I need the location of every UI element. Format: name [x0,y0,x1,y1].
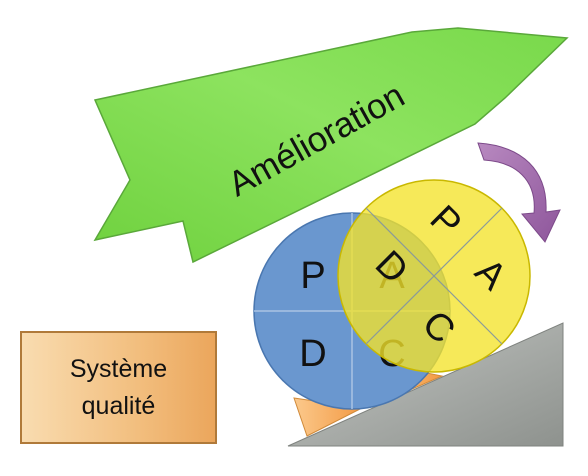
blue-wheel-p: P [300,255,325,297]
yellow-pdca-wheel: P D A C [337,179,531,373]
blue-wheel-d: D [299,333,326,375]
rotation-arrow-icon [477,142,561,243]
systeme-qualite-box: Système qualité [20,331,217,444]
slope [287,322,564,447]
systeme-qualite-line1: Système [69,355,168,384]
systeme-qualite-line2: qualité [81,391,156,420]
